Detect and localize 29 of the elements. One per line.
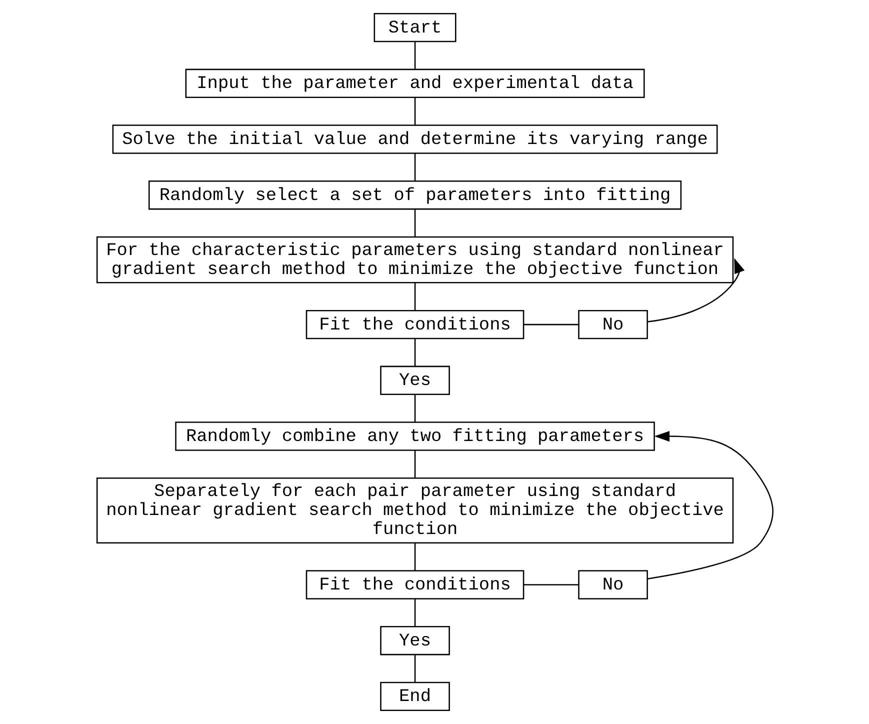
node-box: Input the parameter and experimental data: [184, 68, 644, 98]
connector: [414, 654, 416, 682]
connector: [414, 394, 416, 422]
connector: [414, 42, 416, 70]
node-box: Fit the conditions: [305, 570, 524, 600]
node-box: No: [578, 570, 648, 600]
connector: [414, 450, 416, 478]
connector: [523, 584, 578, 586]
connector: [414, 98, 416, 126]
node-box: Randomly combine any two fitting parameters: [174, 422, 654, 451]
node-box: Yes: [380, 626, 450, 656]
node-box: Randomly select a set of parameters into fitting: [148, 180, 682, 210]
connector: [414, 153, 416, 182]
node-box: Fit the conditions: [305, 310, 524, 340]
connector: [414, 210, 416, 237]
connector: [523, 324, 578, 326]
connector: [414, 282, 416, 311]
node-box: For the characteristic parameters using standard nonlinear gradient search method to minimize the objective function: [96, 236, 734, 284]
connector: [414, 543, 416, 570]
node-box: Separately for each pair parameter using standard nonlinear gradient search method to minimize the objective function: [96, 478, 734, 544]
node-box: Start: [373, 12, 456, 42]
connector: [414, 338, 416, 366]
arrow: [647, 258, 744, 322]
node-box: End: [380, 682, 450, 712]
node-box: Solve the initial value and determine its varying range: [112, 124, 718, 154]
node-box: No: [578, 310, 648, 340]
arrow: [646, 430, 773, 580]
node-box: Yes: [380, 366, 450, 395]
connector: [414, 598, 416, 627]
